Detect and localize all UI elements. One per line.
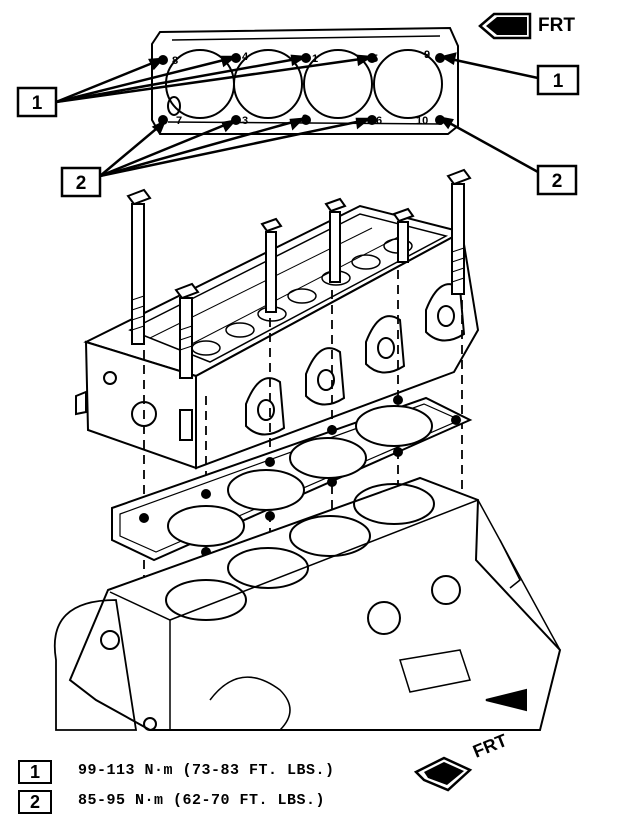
callout-number: 1 — [553, 71, 564, 92]
head-bolts — [126, 168, 472, 379]
callout-1-left: 1 — [16, 54, 374, 118]
legend-torque-text: 85-95 N·m (62-70 FT. LBS.) — [78, 792, 326, 809]
callout-1-right: 1 — [439, 52, 580, 96]
bolt-sequence-numbers: 8 4 1 5 9 7 3 2 6 10 — [172, 49, 430, 127]
legend-number-box: 2 — [18, 790, 52, 814]
callout-number: 2 — [76, 173, 87, 194]
callout-2-left: 2 — [60, 117, 372, 198]
frt-label: FRT — [538, 15, 575, 36]
legend-torque-text: 99-113 N·m (73-83 FT. LBS.) — [78, 762, 335, 779]
callout-number: 2 — [552, 171, 563, 192]
callout-number: 1 — [32, 93, 43, 114]
engine-block — [53, 476, 562, 731]
head-bolt — [324, 197, 347, 283]
callout-2-right: 2 — [438, 116, 578, 196]
bolt-number: 8 — [172, 55, 178, 67]
legend-row-1: 1 99-113 N·m (73-83 FT. LBS.) — [18, 760, 438, 786]
bolt-number: 1 — [312, 53, 318, 65]
legend-row-2: 2 85-95 N·m (62-70 FT. LBS.) — [18, 790, 438, 816]
bolt-number: 9 — [424, 49, 430, 61]
bolt-number: 2 — [302, 113, 308, 125]
legend-number-box: 1 — [18, 760, 52, 784]
head-bolt — [174, 282, 200, 379]
front-arrow-top: FRT — [478, 12, 575, 40]
frt-label: FRT — [470, 730, 510, 762]
head-bolt — [260, 217, 283, 313]
head-bolt — [446, 168, 472, 295]
bolt-number: 6 — [376, 115, 382, 127]
bolt-number: 4 — [242, 51, 249, 63]
head-bolt — [392, 207, 415, 263]
bolt-number: 3 — [242, 115, 248, 127]
bolt-number: 10 — [416, 115, 428, 127]
bolt-number: 5 — [372, 53, 378, 65]
bolt-number: 7 — [176, 115, 182, 127]
head-gasket — [111, 395, 473, 562]
head-bolt — [126, 188, 152, 345]
front-arrow-bottom: FRT — [413, 730, 510, 792]
